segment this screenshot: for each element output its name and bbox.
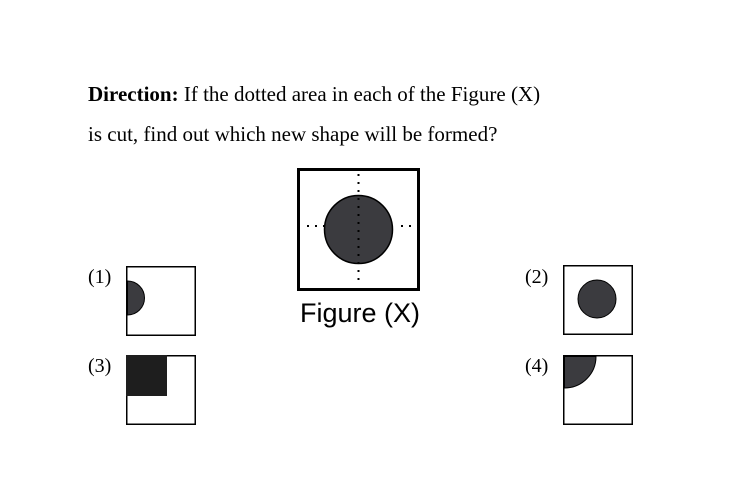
option-4-figure[interactable] (563, 355, 633, 425)
option-1-figure[interactable] (126, 266, 196, 336)
option-1-label: (1) (88, 266, 112, 288)
square-shape (126, 355, 167, 396)
question-text: Direction: If the dotted area in each of… (88, 74, 688, 154)
figure-x (297, 168, 420, 291)
option-3-figure[interactable] (126, 355, 196, 425)
figure-caption: Figure (X) (299, 298, 421, 328)
quarter-circle-shape (564, 356, 597, 389)
option-3-label: (3) (88, 355, 112, 377)
direction-label: Direction: (88, 82, 179, 106)
figure-x-circle (323, 194, 394, 265)
circle-shape (577, 279, 617, 319)
option-2-label: (2) (525, 266, 549, 288)
option-4-label: (4) (525, 355, 549, 377)
question-line-1: If the dotted area in each of the Figure… (183, 82, 541, 106)
half-circle-shape (127, 280, 145, 316)
question-line-2: is cut, find out which new shape will be… (88, 122, 498, 146)
option-2-figure[interactable] (563, 265, 633, 335)
